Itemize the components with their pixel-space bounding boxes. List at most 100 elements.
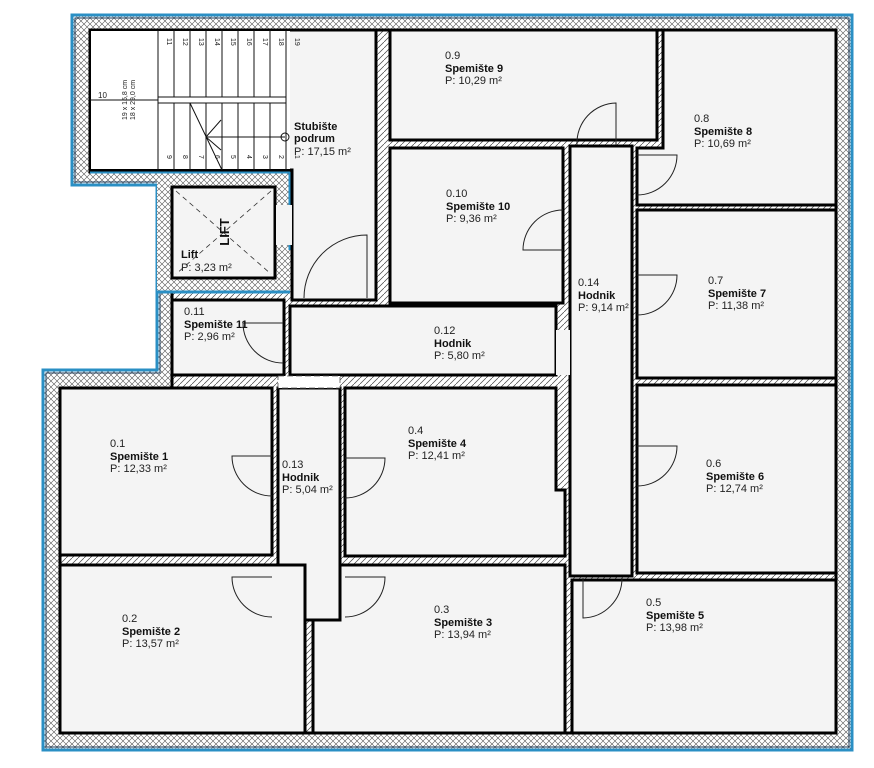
room-0-6 <box>635 383 838 575</box>
lift-symbol-label: LIFT <box>217 218 232 245</box>
door-0-5[interactable] <box>582 577 623 619</box>
stair-step-number: 7 <box>197 155 204 159</box>
door-0-4[interactable] <box>344 457 386 499</box>
room-0-14 <box>568 144 634 578</box>
room-name: Spemište 10 <box>446 201 510 213</box>
stair-step-number: 19 <box>293 38 300 46</box>
label-stubiste: Stubište podrum P: 17,15 m² <box>294 121 351 158</box>
door-0-10[interactable] <box>522 209 564 251</box>
door-0-2[interactable] <box>231 576 273 618</box>
room-area: P: 10,69 m² <box>694 138 751 150</box>
stair-landing <box>157 96 287 104</box>
room-area: P: 5,80 m² <box>434 350 485 362</box>
stair-direction-arrow <box>205 119 285 151</box>
lift-cross-symbol <box>175 190 272 275</box>
door-0-6[interactable] <box>636 445 678 487</box>
room-0-4 <box>343 386 567 558</box>
stair-step-number: 14 <box>213 38 220 46</box>
room-area: P: 3,23 m² <box>181 262 232 274</box>
door-0-3[interactable] <box>344 576 386 618</box>
stair-step-number: 5 <box>229 155 236 159</box>
room-0-5 <box>570 578 838 735</box>
room-name: Hodnik <box>578 290 616 302</box>
room-area: P: 5,04 m² <box>282 484 333 496</box>
door-0-9[interactable] <box>576 102 617 146</box>
room-area: P: 13,57 m² <box>122 638 179 650</box>
room-name: Spemište 2 <box>122 626 180 638</box>
room-number: 0.7 <box>708 275 723 287</box>
stair-start-marker <box>280 132 290 142</box>
room-name: Spemište 6 <box>706 471 764 483</box>
room-name: Stubište <box>294 121 337 133</box>
room-number: 0.12 <box>434 325 455 337</box>
room-area: P: 13,94 m² <box>434 629 491 641</box>
stair-step-number: 8 <box>181 155 188 159</box>
stair-step-number: 9 <box>165 155 172 159</box>
room-area: P: 12,74 m² <box>706 483 763 495</box>
room-0-3 <box>311 563 567 735</box>
room-name: Hodnik <box>434 338 472 350</box>
room-name: Spemište 9 <box>445 63 503 75</box>
room-number: 0.14 <box>578 277 599 289</box>
stair-step-number: 3 <box>261 155 268 159</box>
room-area: P: 12,41 m² <box>408 450 465 462</box>
room-name: Spemište 7 <box>708 288 766 300</box>
room-number: 0.4 <box>408 425 423 437</box>
room-number: 0.13 <box>282 459 303 471</box>
door-0-8[interactable] <box>636 154 678 196</box>
room-number: 0.2 <box>122 613 137 625</box>
room-name: Lift <box>181 249 198 261</box>
opening <box>277 375 341 389</box>
room-name: Spemište 5 <box>646 610 704 622</box>
room-number: 0.5 <box>646 597 661 609</box>
room-number: 0.8 <box>694 113 709 125</box>
stair-step-number: 6 <box>213 155 220 159</box>
room-0-8 <box>635 28 838 207</box>
room-name: podrum <box>294 133 335 145</box>
door-0-11[interactable] <box>242 322 284 364</box>
door-0-7[interactable] <box>636 274 678 316</box>
stair-step-number: 2 <box>277 155 284 159</box>
room-0-7 <box>635 208 838 380</box>
room-number: 0.3 <box>434 604 449 616</box>
stair-step-number: 12 <box>181 38 188 46</box>
room-area: P: 12,33 m² <box>110 463 167 475</box>
room-area: P: 10,29 m² <box>445 75 502 87</box>
room-number: 0.11 <box>184 306 205 318</box>
stair-landing-number: 10 <box>98 91 107 100</box>
stair-step-number: 1 <box>293 155 300 159</box>
room-number: 0.9 <box>445 50 460 62</box>
stair-dimension-tread: 18 x 29,0 cm <box>130 80 137 120</box>
opening <box>276 205 292 245</box>
room-number: 0.6 <box>706 458 721 470</box>
door-stubiste[interactable] <box>303 234 368 299</box>
stair-step-number: 17 <box>261 38 268 46</box>
room-area: P: 9,36 m² <box>446 213 497 225</box>
room-area: P: 9,14 m² <box>578 302 629 314</box>
stair-step-number: 13 <box>197 38 204 46</box>
room-name: Spemište 3 <box>434 617 492 629</box>
stair-step-number: 15 <box>229 38 236 46</box>
room-area: P: 17,15 m² <box>294 146 351 158</box>
exterior-wall-inner-line <box>45 17 850 748</box>
stair-step-number: 16 <box>245 38 252 46</box>
room-name: Spemište 8 <box>694 126 752 138</box>
door-0-1[interactable] <box>231 455 273 497</box>
room-area: P: 11,38 m² <box>708 300 764 312</box>
doors <box>231 102 678 619</box>
